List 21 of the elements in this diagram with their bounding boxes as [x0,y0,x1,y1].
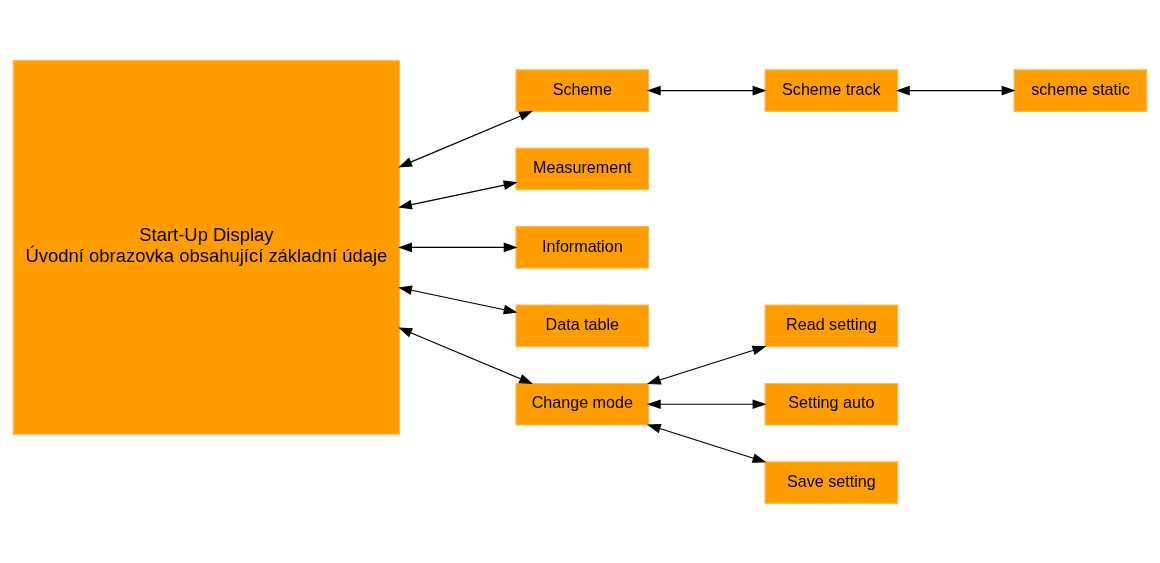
node-box: Change mode [515,382,650,426]
arrow [398,179,518,209]
arrow [398,326,533,384]
node-box: Start-Up Display Úvodní obrazovka obsahující základní údaje [12,59,401,435]
node-box: Information [515,225,650,269]
arrow [646,423,767,463]
arrow [398,242,518,252]
node-box: Scheme [515,68,650,112]
arrow [646,398,767,409]
node-box: scheme static [1013,68,1148,112]
node-box: Data table [515,304,650,347]
arrow [646,85,767,95]
arrow [646,345,767,384]
arrow [398,285,518,314]
node-box: Scheme track [764,68,899,112]
node-box: Save setting [764,460,899,504]
node-box: Measurement [515,147,650,190]
arrow [895,85,1016,95]
node-box: Read setting [764,304,899,347]
node-box: Setting auto [764,382,899,426]
arrow [398,110,533,167]
